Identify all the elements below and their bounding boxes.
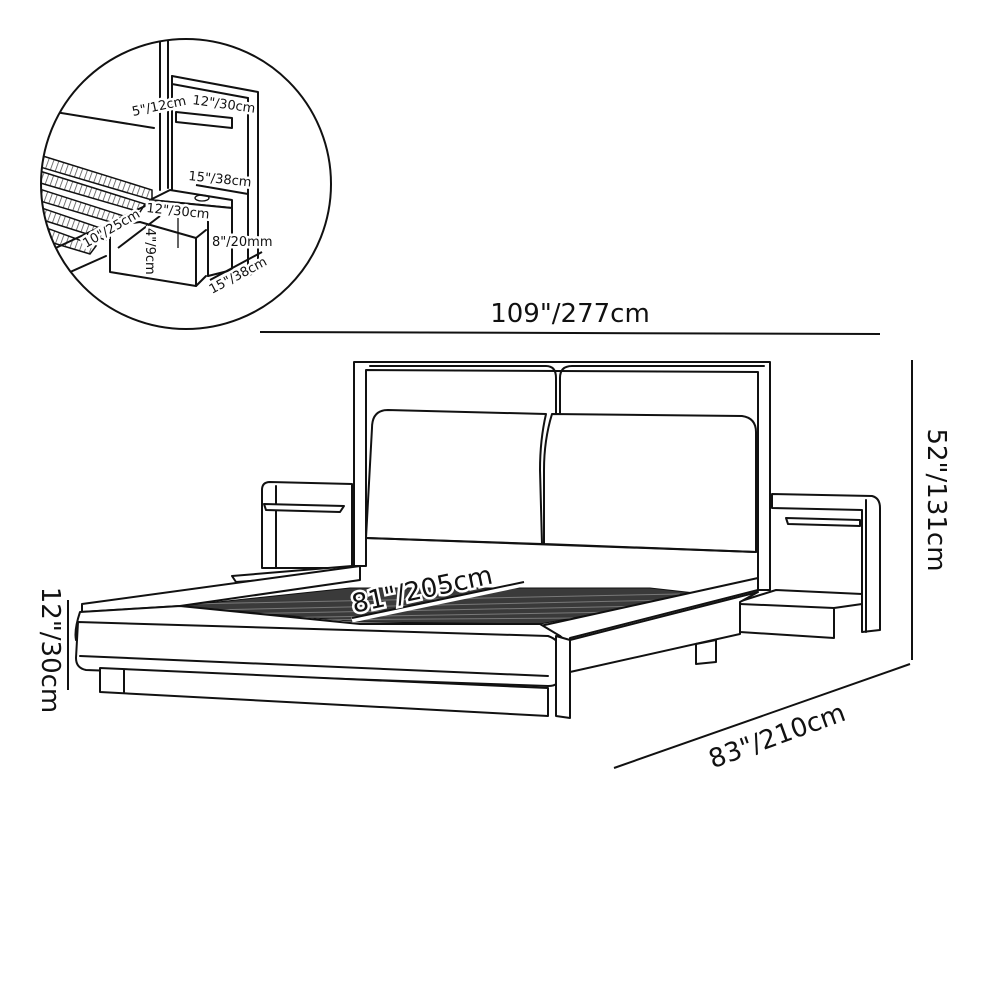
left-nightstand <box>231 481 353 583</box>
overall-depth-label: 83"/210cm <box>705 698 850 775</box>
width-dimension-line <box>259 331 881 335</box>
bed-drawing <box>74 361 881 719</box>
bed-height-label: 12"/30cm <box>35 587 65 714</box>
length-dimension-line <box>351 581 525 619</box>
back-panel-width-label: 15"/38cm <box>188 169 252 191</box>
overall-height-label: 52"/131cm <box>921 428 951 571</box>
overall-width-label: 109"/277cm <box>490 299 650 329</box>
headboard <box>353 361 771 591</box>
depth-dimension-line <box>613 663 911 769</box>
drawer-front-height-label: 4"/9cm <box>142 228 157 275</box>
bed-slats <box>179 587 705 625</box>
nightstand-detail-inset: 5"/12cm 12"/30cm 15"/38cm 12"/30cm 10"/2… <box>40 38 332 330</box>
drawer-box-height-label: 8"/20mm <box>212 235 273 250</box>
right-nightstand <box>737 493 881 639</box>
dimension-lines <box>67 331 913 769</box>
bed-frame <box>74 565 759 719</box>
